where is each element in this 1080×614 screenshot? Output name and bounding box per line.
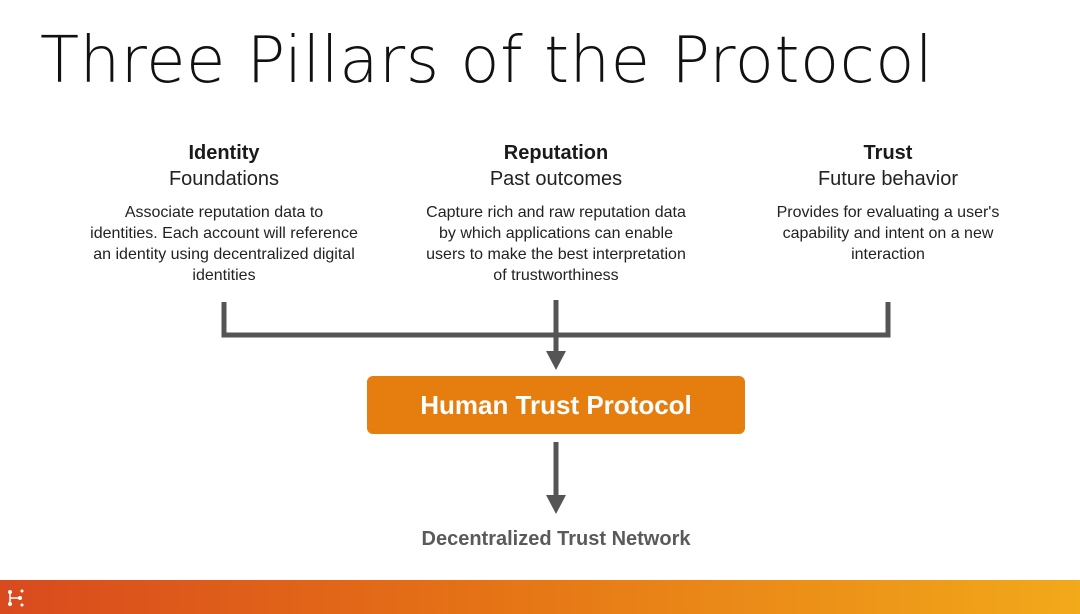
pillar-trust: Trust Future behavior Provides for evalu… xyxy=(753,140,1023,265)
network-label: Decentralized Trust Network xyxy=(421,528,691,550)
arrow-to-protocol-icon xyxy=(546,351,566,370)
pillar-subtitle: Foundations xyxy=(168,168,280,190)
arrow-to-network-icon xyxy=(546,495,566,514)
network-logo-icon xyxy=(8,589,24,607)
pillar-subtitle: Past outcomes xyxy=(489,168,623,190)
pillar-description: Capture rich and raw reputation data by … xyxy=(426,204,686,284)
footer-bar xyxy=(0,580,1080,614)
pillar-description: Provides for evaluating a user's capabil… xyxy=(776,204,1000,263)
pillar-subtitle: Future behavior xyxy=(817,168,959,190)
pillar-reputation: Reputation Past outcomes Capture rich an… xyxy=(421,140,691,286)
pillar-name: Trust xyxy=(863,142,913,164)
protocol-label: Human Trust Protocol xyxy=(420,389,692,420)
pillar-identity: Identity Foundations Associate reputatio… xyxy=(89,140,359,286)
protocol-box: Human Trust Protocol xyxy=(367,376,745,434)
slide-title: Three Pillars of the Protocol xyxy=(40,24,934,98)
pillar-name: Reputation xyxy=(503,142,609,164)
pillar-description: Associate reputation data to identities.… xyxy=(90,204,358,284)
pillar-name: Identity xyxy=(188,142,260,164)
